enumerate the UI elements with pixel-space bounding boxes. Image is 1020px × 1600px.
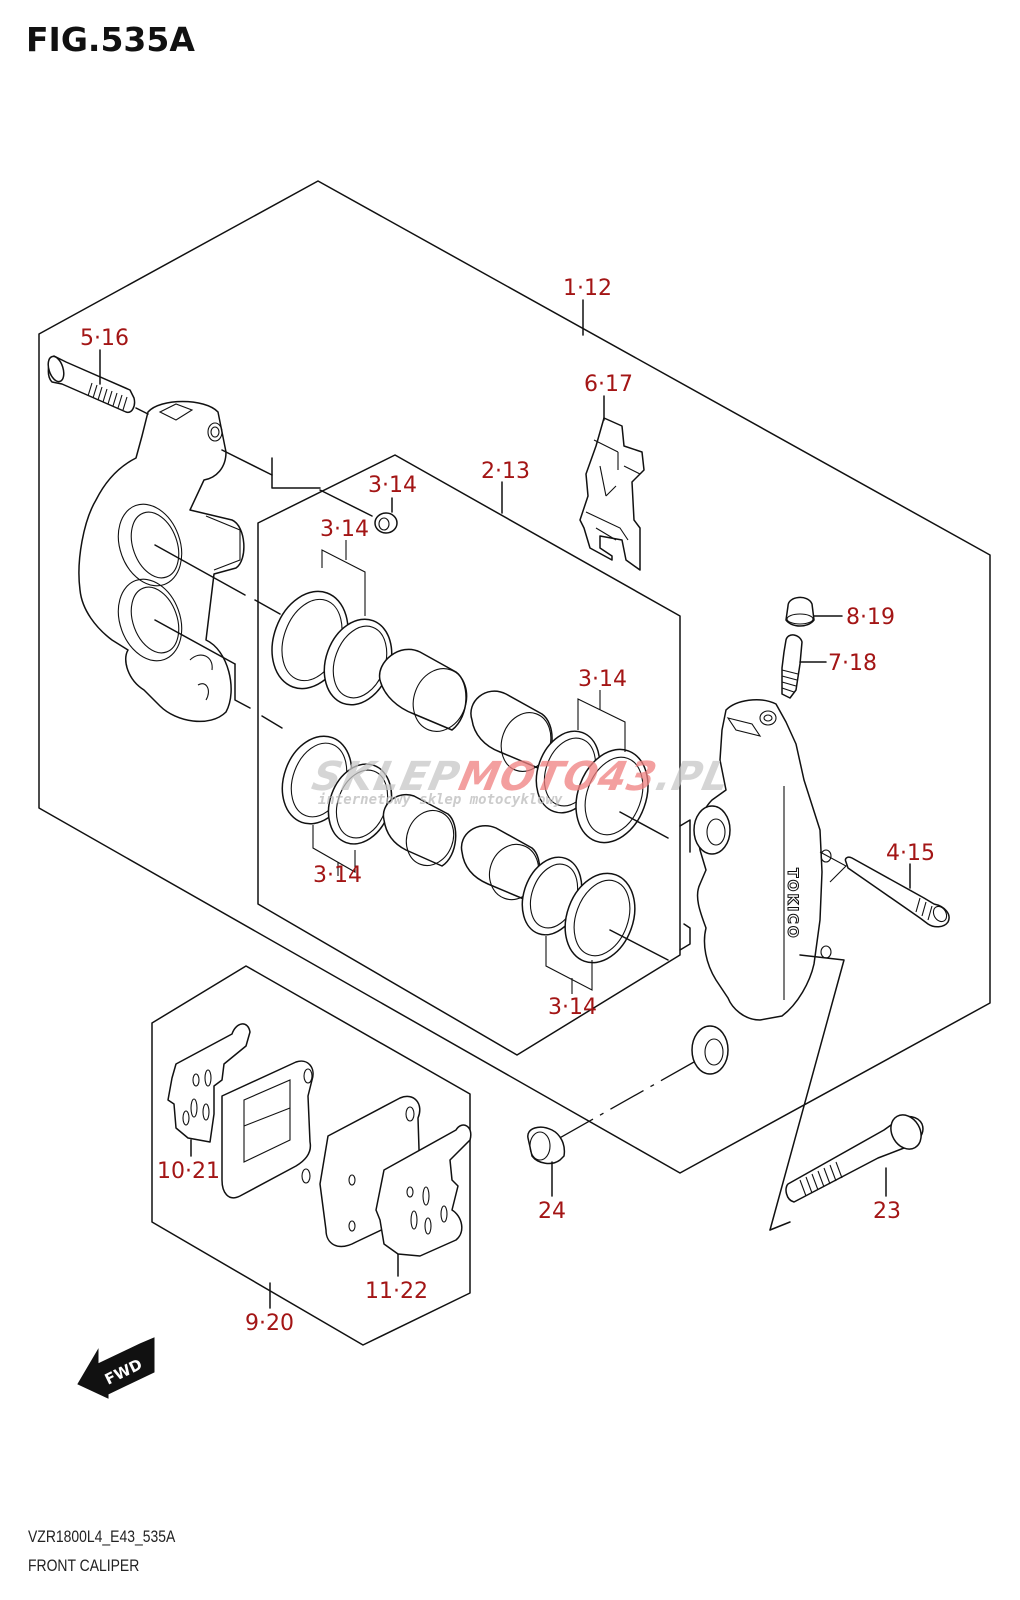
- bleeder-cap-8-19[interactable]: [785, 596, 815, 627]
- shim-10-21[interactable]: [167, 1023, 251, 1143]
- watermark-tagline: internetowy sklep motocyklowy: [318, 792, 563, 808]
- mounting-bolt-23[interactable]: [785, 1109, 927, 1203]
- small-oring[interactable]: [374, 512, 398, 534]
- axis-line: [619, 811, 669, 839]
- bracket-lower: [312, 825, 356, 873]
- seal-lower-right-outer[interactable]: [553, 863, 646, 972]
- bleeder-valve-7-18[interactable]: [781, 634, 803, 699]
- callout-10-21[interactable]: 10·21: [157, 1159, 220, 1184]
- callout-9-20[interactable]: 9·20: [245, 1311, 294, 1336]
- caliper-left-half[interactable]: [78, 400, 245, 723]
- axis-line: [154, 544, 246, 596]
- axis-line: [261, 715, 283, 729]
- figure-footer: VZR1800L4_E43_535A FRONT CALIPER: [28, 1522, 175, 1580]
- pad-pin-4-15[interactable]: [844, 856, 950, 928]
- seal-upper-right-outer[interactable]: [564, 739, 661, 852]
- spacer-24[interactable]: [527, 1126, 566, 1165]
- axis-line: [254, 599, 281, 615]
- axis-line: [609, 929, 669, 961]
- assembly-outline-1-12: [38, 180, 991, 1174]
- kit-outline-2-13: [257, 454, 681, 1056]
- callout-5-16[interactable]: 5·16: [80, 326, 129, 351]
- axis-line: [679, 819, 691, 853]
- callout-8-19[interactable]: 8·19: [846, 605, 895, 630]
- piston-lower-left[interactable]: [382, 793, 461, 873]
- fwd-arrow-icon: FWD: [77, 1337, 155, 1399]
- axis-line: [234, 663, 251, 709]
- axis-line: [769, 954, 845, 1231]
- callout-23[interactable]: 23: [873, 1199, 901, 1224]
- caliper-bolt-5-16[interactable]: [45, 354, 149, 415]
- axis-line: [679, 923, 691, 951]
- axis-line: [769, 1221, 791, 1231]
- watermark-brand: SKLEPMOTO43.PL: [308, 752, 735, 799]
- piston-upper-left[interactable]: [378, 648, 476, 739]
- tokico-marking: TOKICO: [784, 868, 800, 940]
- axis-line: [555, 1061, 695, 1141]
- callout-3-14-upper-right[interactable]: 3·14: [578, 667, 627, 692]
- callout-2-13[interactable]: 2·13: [481, 459, 530, 484]
- padset-outline-9-20: [151, 965, 471, 1346]
- callout-4-15[interactable]: 4·15: [886, 841, 935, 866]
- callout-3-14-top[interactable]: 3·14: [368, 473, 417, 498]
- callout-1-12[interactable]: 1·12: [563, 276, 612, 301]
- bracket-upper: [321, 549, 366, 616]
- callout-11-22[interactable]: 11·22: [365, 1279, 428, 1304]
- axis-line: [319, 489, 373, 517]
- piston-upper-right[interactable]: [470, 690, 559, 778]
- axis-line: [271, 457, 321, 489]
- figure-title: FIG.535A: [26, 20, 195, 59]
- bracket-upper-right: [577, 698, 626, 752]
- callout-24[interactable]: 24: [538, 1199, 566, 1224]
- callout-3-14-lower-left[interactable]: 3·14: [313, 863, 362, 888]
- axis-line: [154, 619, 236, 665]
- model-code: VZR1800L4_E43_535A: [28, 1527, 176, 1546]
- watermark: SKLEPMOTO43.PL internetowy sklep motocyk…: [308, 752, 735, 808]
- callout-3-14-upper-left[interactable]: 3·14: [320, 517, 369, 542]
- callout-6-17[interactable]: 6·17: [584, 372, 633, 397]
- brake-pad-left[interactable]: [221, 1060, 314, 1199]
- shim-11-22[interactable]: [375, 1124, 472, 1257]
- caliper-right-half[interactable]: TOKICO: [691, 698, 847, 1075]
- callout-3-14-lower-right[interactable]: 3·14: [548, 995, 597, 1020]
- axis-line: [221, 449, 273, 476]
- pad-spring-6-17[interactable]: [579, 417, 645, 571]
- figure-caption: FRONT CALIPER: [28, 1556, 140, 1575]
- bracket-lower-right: [545, 936, 593, 991]
- callout-7-18[interactable]: 7·18: [828, 651, 877, 676]
